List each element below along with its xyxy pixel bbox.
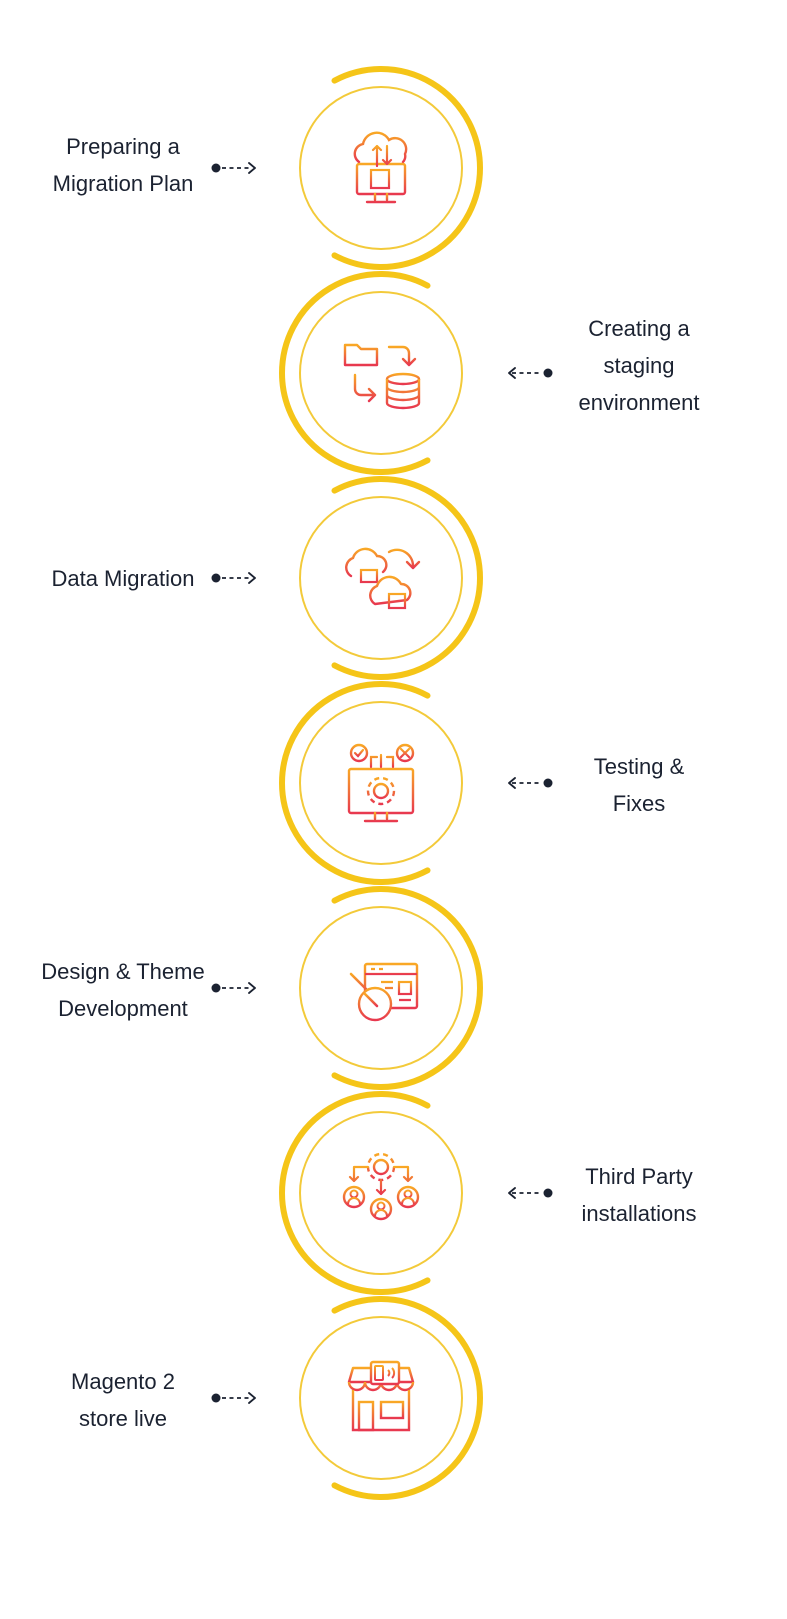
step-label-line: store live (78, 1406, 168, 1431)
folder-database-transfer-icon (343, 343, 421, 410)
step-label-line: Testing & (593, 754, 685, 779)
step-label-line: environment (578, 390, 700, 415)
step-label-line: Magento 2 (71, 1369, 175, 1394)
step-connector-arrow (211, 572, 256, 584)
step-label-line: Data Migration (51, 566, 195, 591)
step-label-line: Creating a (588, 316, 690, 341)
step-label-line: staging (603, 353, 675, 378)
step-inner-ring (299, 1316, 463, 1480)
step-outer-arc (279, 271, 431, 475)
step-label-testing-fixes: Testing & Fixes (539, 748, 739, 822)
step-connector-arrow (508, 777, 553, 789)
step-label-third-party-installations: Third Party installations (539, 1158, 739, 1232)
step-connector-arrow (211, 982, 256, 994)
cloud-to-cloud-transfer-icon (345, 547, 421, 610)
step-outer-arc (331, 1296, 483, 1500)
step-label-line: Fixes (612, 791, 666, 816)
step-inner-ring (299, 1111, 463, 1275)
step-outer-arc (279, 1091, 431, 1295)
step-label-creating-staging-environment: Creating a staging environment (539, 310, 739, 421)
step-outer-arc (279, 681, 431, 885)
step-label-line: installations (581, 1201, 697, 1226)
step-label-design-theme-development: Design & Theme Development (23, 953, 223, 1027)
step-outer-arc (331, 66, 483, 270)
step-outer-arc (331, 886, 483, 1090)
step-label-data-migration: Data Migration (23, 560, 223, 597)
step-label-line: Migration Plan (52, 171, 194, 196)
step-label-line: Design & Theme (41, 959, 205, 984)
step-connector-arrow (211, 1392, 256, 1404)
gear-users-network-icon (342, 1152, 420, 1221)
step-label-line: Third Party (585, 1164, 693, 1189)
step-label-line: Development (58, 996, 188, 1021)
monitor-gear-testing-icon (347, 743, 415, 823)
step-label-preparing-migration-plan: Preparing a Migration Plan (23, 128, 223, 202)
browser-paint-brush-icon (349, 962, 419, 1022)
cloud-monitor-sync-icon (353, 131, 408, 204)
step-inner-ring (299, 291, 463, 455)
step-inner-ring (299, 701, 463, 865)
step-label-line: Preparing a (66, 134, 180, 159)
step-inner-ring (299, 496, 463, 660)
step-label-magento-store-live: Magento 2 store live (23, 1363, 223, 1437)
storefront-icon (343, 1360, 419, 1432)
step-inner-ring (299, 86, 463, 250)
step-connector-arrow (508, 1187, 553, 1199)
step-outer-arc (331, 476, 483, 680)
step-connector-arrow (211, 162, 256, 174)
step-inner-ring (299, 906, 463, 1070)
step-connector-arrow (508, 367, 553, 379)
